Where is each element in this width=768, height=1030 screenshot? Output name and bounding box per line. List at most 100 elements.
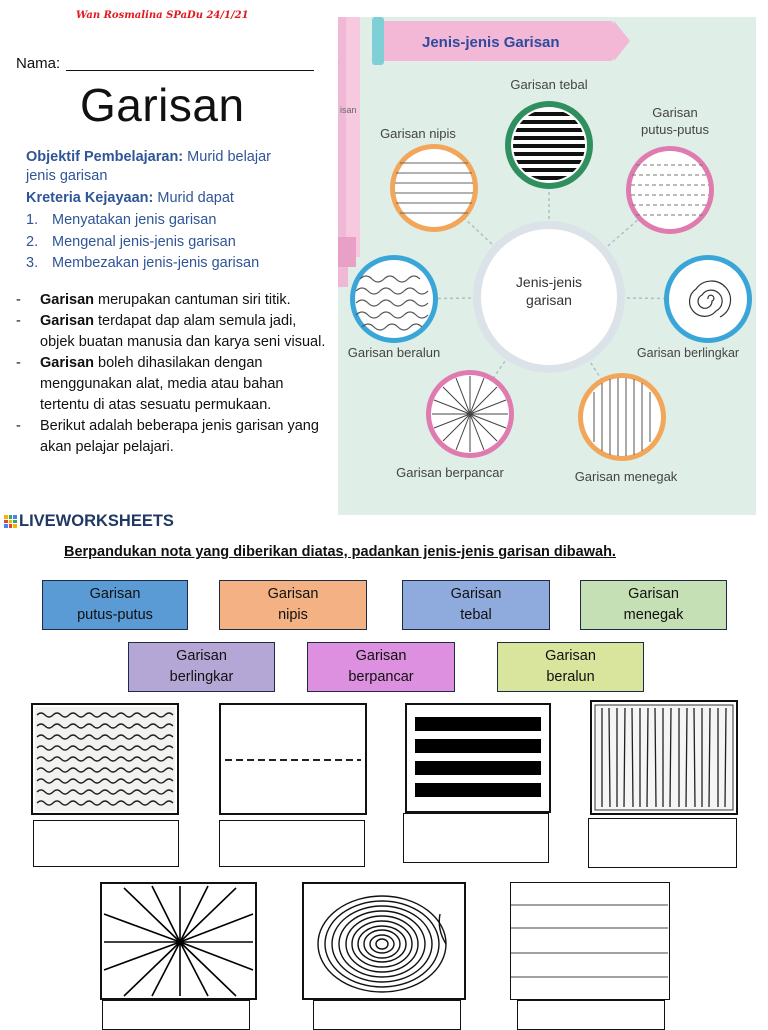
note-bold: Garisan xyxy=(40,355,94,371)
label-berpancar: Garisan berpancar xyxy=(396,465,504,480)
answer-box-2[interactable] xyxy=(219,820,365,867)
pic-radiating-lines xyxy=(100,882,257,1000)
answer-box-5[interactable] xyxy=(102,1000,250,1030)
note-item: -Berikut adalah beberapa jenis garisan y… xyxy=(16,418,319,455)
wavy-lines-icon xyxy=(35,707,175,811)
card-line-1: Garisan xyxy=(176,648,227,664)
card-tebal[interactable]: Garisan tebal xyxy=(402,580,550,630)
circle-nipis xyxy=(390,144,478,232)
answer-box-3[interactable] xyxy=(403,813,549,863)
name-label: Nama: xyxy=(16,55,61,72)
note-text: merupakan cantuman siri titik. xyxy=(94,292,291,308)
pic-vertical-lines xyxy=(590,700,738,815)
spiral-lines-icon xyxy=(317,895,447,993)
side-text-1: t, xyxy=(338,55,339,65)
instruction-text: Berpandukan nota yang diberikan diatas, … xyxy=(64,544,616,560)
author-credit: Wan Rosmalina SPaDu 24/1/21 xyxy=(76,10,249,21)
note-item: -Garisan boleh dihasilakan dengan menggu… xyxy=(16,355,284,413)
logo-text: LIVEWORKSHEETS xyxy=(19,512,174,530)
card-line-2: berpancar xyxy=(348,669,414,685)
circle-beralun xyxy=(350,255,438,343)
vertical-lines-icon xyxy=(594,704,734,811)
banner-title: Jenis-jenis Garisan xyxy=(422,34,560,51)
criteria-item: 3. Membezakan jenis-jenis garisan xyxy=(26,253,259,275)
note-bold: Garisan xyxy=(40,292,94,308)
card-line-1: Garisan xyxy=(628,586,679,602)
card-line-1: Garisan xyxy=(89,586,141,602)
line-types-infographic: t, isan Jenis-jenis Garisan Jenis-jenis … xyxy=(338,17,756,515)
note-text: boleh dihasilakan dengan menggunakan ala… xyxy=(40,355,284,413)
objective-text-2: jenis garisan xyxy=(26,168,108,184)
note-text: terdapat dap alam semula jadi, objek bua… xyxy=(40,313,326,350)
card-line-2: nipis xyxy=(278,607,308,623)
liveworksheets-logo: LIVEWORKSHEETS xyxy=(4,512,174,531)
answer-box-7[interactable] xyxy=(517,1000,665,1030)
label-berlingkar: Garisan berlingkar xyxy=(637,346,739,360)
criteria-num: 1. xyxy=(26,212,39,228)
card-beralun[interactable]: Garisan beralun xyxy=(497,642,644,692)
card-line-2: beralun xyxy=(546,669,595,685)
objective-label: Objektif Pembelajaran: xyxy=(26,149,184,165)
thin-lines-icon xyxy=(511,904,668,978)
card-nipis[interactable]: Garisan nipis xyxy=(219,580,367,630)
dashed-line-icon xyxy=(225,759,361,761)
pic-thick-lines xyxy=(405,703,551,813)
label-menegak: Garisan menegak xyxy=(575,469,678,484)
center-circle xyxy=(481,229,617,365)
answer-box-1[interactable] xyxy=(33,820,179,867)
criteria-text: Menyatakan jenis garisan xyxy=(52,212,217,228)
banner xyxy=(378,21,614,61)
card-berlingkar[interactable]: Garisan berlingkar xyxy=(128,642,275,692)
label-nipis: Garisan nipis xyxy=(380,126,456,141)
objective-text-1: Murid belajar xyxy=(187,149,271,165)
radiating-lines-icon xyxy=(103,885,254,997)
criteria-num: 3. xyxy=(26,255,39,271)
criteria-text: Membezakan jenis-jenis garisan xyxy=(52,255,260,271)
card-line-2: putus-putus xyxy=(77,607,153,623)
card-berpancar[interactable]: Garisan berpancar xyxy=(307,642,455,692)
criteria-label: Kreteria Kejayaan: xyxy=(26,190,154,206)
center-line-1: Jenis-jenis xyxy=(516,274,582,290)
thick-lines-icon xyxy=(415,717,541,797)
pic-spiral-lines xyxy=(302,882,466,1000)
infographic-svg: t, isan Jenis-jenis Garisan Jenis-jenis … xyxy=(338,17,752,484)
label-beralun: Garisan beralun xyxy=(348,345,441,360)
card-line-1: Garisan xyxy=(355,648,407,664)
answer-box-6[interactable] xyxy=(313,1000,461,1030)
label-tebal: Garisan tebal xyxy=(510,77,587,92)
note-item: -Garisan merupakan cantuman siri titik. xyxy=(16,292,291,308)
card-menegak[interactable]: Garisan menegak xyxy=(580,580,727,630)
pic-dashed-line xyxy=(219,703,367,815)
criteria-list: 1. Menyatakan jenis garisan 2. Mengenal je… xyxy=(26,210,259,275)
circle-putus-putus xyxy=(626,146,714,234)
circle-tebal xyxy=(505,101,593,189)
note-bold: Garisan xyxy=(40,313,94,329)
criteria-text: Mengenal jenis-jenis garisan xyxy=(52,233,236,250)
notes-list: -Garisan merupakan cantuman siri titik. … xyxy=(16,290,331,458)
criteria-text: Murid dapat xyxy=(157,190,234,206)
objective-block: Objektif Pembelajaran: Murid belajar jen… xyxy=(26,148,326,208)
liveworksheets-logo-icon xyxy=(4,515,17,528)
card-line-2: menegak xyxy=(623,607,684,623)
circle-berpancar xyxy=(426,370,514,458)
criteria-item: 1. Menyatakan jenis garisan xyxy=(26,210,259,232)
card-line-1: Garisan xyxy=(450,586,502,602)
note-item: -Garisan terdapat dap alam semula jadi, … xyxy=(16,313,326,350)
card-line-2: berlingkar xyxy=(169,669,234,685)
side-text-2: isan xyxy=(340,105,357,115)
circle-berlingkar xyxy=(664,255,752,343)
card-putus-putus[interactable]: Garisan putus-putus xyxy=(42,580,188,630)
criteria-num: 2. xyxy=(26,233,39,250)
note-text: Berikut adalah beberapa jenis garisan ya… xyxy=(40,418,319,455)
page-title: Garisan xyxy=(80,79,245,131)
pic-wavy-lines xyxy=(31,703,179,815)
circle-menegak xyxy=(578,373,666,461)
criteria-item: 2. Mengenal jenis-jenis garisan xyxy=(26,232,259,254)
name-input-line[interactable] xyxy=(66,70,314,71)
card-line-1: Garisan xyxy=(545,648,596,664)
card-line-2: tebal xyxy=(460,607,492,623)
center-line-2: garisan xyxy=(526,292,572,308)
answer-box-4[interactable] xyxy=(588,818,737,868)
label-putus-1: Garisan xyxy=(652,105,698,120)
card-line-1: Garisan xyxy=(267,586,319,602)
